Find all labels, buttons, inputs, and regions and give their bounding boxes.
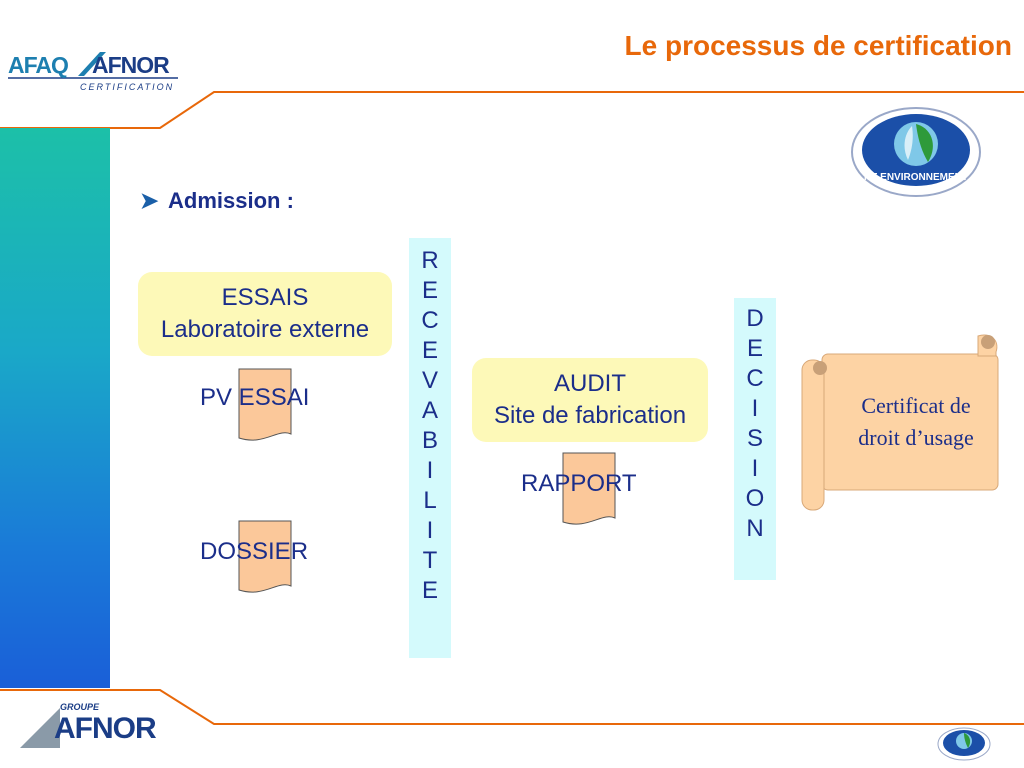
nf-environnement-small-icon: [937, 727, 991, 761]
page-title: Le processus de certification: [624, 30, 1012, 61]
document-icon: [562, 452, 616, 525]
decision-letter: I: [751, 395, 759, 422]
admission-label: Admission :: [168, 188, 294, 213]
recevabilite-box: R E C E V A B I L I T E: [409, 238, 451, 658]
logo-afaq-text: AFAQ: [8, 52, 69, 78]
decision-letter: E: [746, 335, 763, 362]
document-icon: [238, 520, 292, 593]
pv-essai-label: PV ESSAI: [200, 384, 310, 411]
recevabilite-letter: T: [422, 547, 438, 574]
decision-letter: S: [746, 425, 763, 452]
decision-box: D E C I S I O N: [734, 298, 776, 580]
logo-afnor-text: AFNOR: [54, 712, 157, 745]
groupe-afnor-logo: GROUPE AFNOR: [20, 700, 170, 750]
recevabilite-letter: C: [421, 307, 439, 334]
recevabilite-letter: L: [423, 487, 437, 514]
logo-triangle-icon: [20, 708, 60, 748]
audit-title: AUDIT: [554, 370, 626, 397]
decision-letter: I: [751, 455, 759, 482]
decision-letter: C: [746, 365, 764, 392]
logo-groupe-text: GROUPE: [60, 702, 100, 712]
nf-badge-text: NF ENVIRONNEMENT: [864, 172, 968, 183]
audit-subtitle: Site de fabrication: [493, 402, 687, 429]
recevabilite-letter: E: [421, 337, 438, 364]
certificate-scroll-icon: [801, 334, 999, 511]
certificate-line1: Certificat de: [861, 393, 971, 418]
arrow-bullet-icon: ➤: [140, 188, 159, 213]
recevabilite-letter: R: [421, 247, 439, 274]
recevabilite-letter: I: [426, 517, 434, 544]
logo-swoosh-icon: [8, 52, 178, 79]
logo-afnor-text: AFNOR: [92, 52, 170, 78]
rapport-label: RAPPORT: [521, 470, 637, 497]
afaq-afnor-logo: AFAQ AFNOR CERTIFICATION: [8, 48, 188, 98]
document-icon: [238, 368, 292, 441]
essais-title: ESSAIS: [221, 284, 309, 311]
nf-environnement-badge-icon: NF ENVIRONNEMENT: [851, 107, 981, 197]
recevabilite-letter: I: [426, 457, 434, 484]
logo-certification-text: CERTIFICATION: [80, 82, 175, 92]
essais-box: ESSAIS Laboratoire externe: [138, 272, 392, 356]
audit-box: AUDIT Site de fabrication: [472, 358, 708, 442]
recevabilite-letter: V: [421, 367, 438, 394]
decision-letter: N: [746, 515, 764, 542]
certificate-line2: droit d’usage: [858, 425, 974, 450]
decision-letter: D: [746, 305, 764, 332]
recevabilite-letter: E: [421, 577, 438, 604]
dossier-label: DOSSIER: [200, 538, 309, 565]
sidebar-gradient: [0, 128, 110, 688]
admission-heading: ➤ Admission :: [140, 188, 294, 214]
decision-letter: O: [745, 485, 765, 512]
recevabilite-letter: A: [421, 397, 438, 424]
certificate-text: Certificat de droit d’usage: [836, 390, 996, 454]
essais-subtitle: Laboratoire externe: [160, 316, 370, 343]
recevabilite-letter: B: [421, 427, 438, 454]
recevabilite-letter: E: [421, 277, 438, 304]
